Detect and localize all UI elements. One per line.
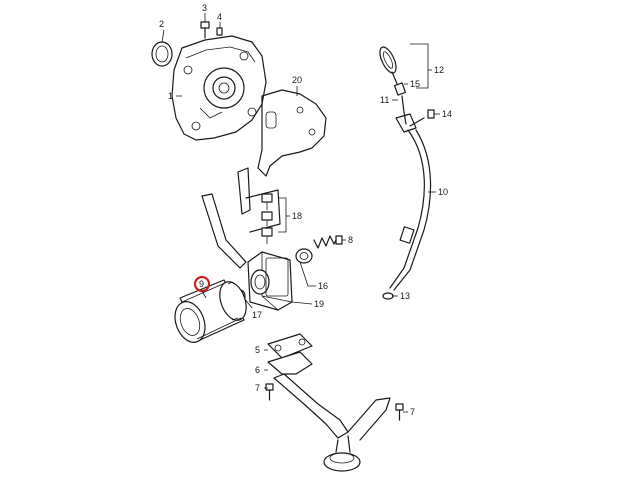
callout-7-left: 7 [255,383,260,393]
callout-15: 15 [410,79,420,89]
pickup-bolt-right [395,403,404,421]
oil-cooler [247,251,293,311]
oil-pump [171,35,267,141]
callout-1: 1 [168,91,173,101]
dipstick-bolt [427,109,435,119]
callout-4: 4 [217,12,222,22]
dipstick-o-ring [382,292,394,300]
pickup-tube [267,351,391,472]
callout-20: 20 [292,75,302,85]
dipstick-guide-tube [389,95,432,291]
cooler-seal [295,248,313,264]
dipstick-handle [379,46,407,96]
callout-8: 8 [348,235,353,245]
oil-pipe-bracket [201,167,281,269]
pump-dowel [216,27,223,36]
callout-16: 16 [318,281,328,291]
callout-19: 19 [314,299,324,309]
spring-valve [313,235,343,249]
leader-lines [161,13,440,413]
callout-9: 9 [199,279,204,289]
callout-5: 5 [255,345,260,355]
callout-17: 17 [252,310,262,320]
callout-7-right: 7 [410,407,415,417]
callout-14: 14 [442,109,452,119]
callout-6: 6 [255,365,260,375]
pump-gasket [257,89,327,177]
callout-10: 10 [438,187,448,197]
callout-3: 3 [202,3,207,13]
oil-filter [174,279,247,343]
pump-bolt [200,21,210,39]
callout-13: 13 [400,291,410,301]
seal-ring [151,41,173,67]
callout-18: 18 [292,211,302,221]
callout-labels: 2 3 4 1 20 18 8 16 19 17 5 6 7 7 12 15 1… [159,3,452,417]
pickup-bolt-left [265,383,274,401]
callout-12: 12 [434,65,444,75]
callout-11: 11 [380,95,389,105]
pickup-gasket [267,333,313,359]
callout-2: 2 [159,19,164,29]
